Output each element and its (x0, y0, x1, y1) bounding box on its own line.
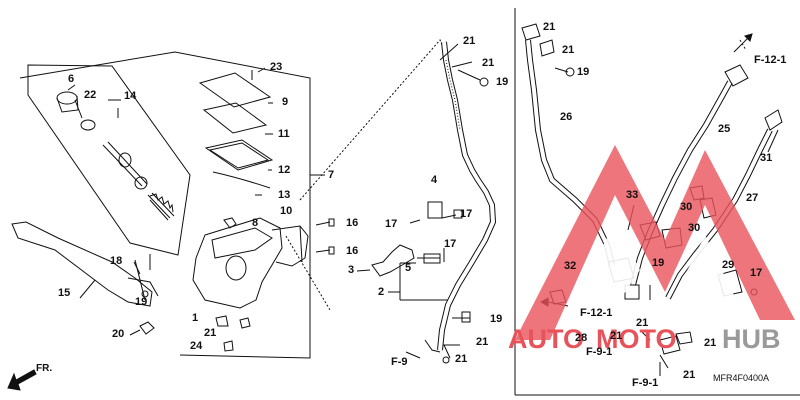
reservoir-cap (198, 72, 272, 108)
master-cylinder-frame (19, 51, 311, 359)
part-8: 8 (252, 217, 259, 229)
part-23: 23 (270, 61, 283, 73)
watermark-text-hub: HUB (722, 324, 781, 354)
ref-f9-left[interactable]: F-9 (391, 356, 408, 368)
part-2: 2 (378, 286, 385, 298)
part-17b: 17 (460, 208, 473, 220)
part-21h: 21 (636, 317, 649, 329)
part-1: 1 (192, 312, 199, 324)
part-22: 22 (84, 89, 97, 101)
clamp-holder (271, 225, 309, 267)
part-21e: 21 (455, 353, 468, 365)
part-17d: 17 (750, 267, 763, 279)
part-19e: 19 (652, 257, 665, 269)
part-25: 25 (718, 123, 731, 135)
part-16b: 16 (346, 245, 359, 257)
part-19b: 19 (496, 76, 509, 88)
part-20: 20 (112, 328, 125, 340)
part-19d: 19 (577, 66, 590, 78)
part-17c: 17 (444, 238, 457, 250)
circlip (80, 119, 96, 131)
part-5: 5 (405, 262, 412, 274)
joint-4 (427, 201, 443, 219)
ref-f91-mid[interactable]: F-9-1 (586, 346, 613, 358)
watermark-text-auto: AUTO (508, 324, 585, 354)
piston-rod (102, 144, 143, 187)
part-14: 14 (124, 90, 137, 102)
part-4: 4 (431, 174, 438, 186)
part-15: 15 (58, 287, 71, 299)
part-33: 33 (626, 189, 639, 201)
diaphragm (204, 139, 274, 171)
part-9: 9 (282, 96, 289, 108)
watermark-text-moto: MOTO (596, 324, 677, 354)
part-16a: 16 (346, 217, 359, 229)
part-21c: 21 (482, 57, 495, 69)
part-21b: 21 (463, 35, 476, 47)
front-direction-label: FR. (36, 363, 53, 374)
diaphragm-plate (202, 102, 268, 134)
part-13: 13 (278, 189, 291, 201)
part-21g: 21 (562, 44, 575, 56)
part-31: 31 (760, 152, 773, 164)
master-cylinder-body (192, 217, 283, 309)
part-21i: 21 (610, 330, 623, 342)
ref-f121-mid[interactable]: F-12-1 (580, 307, 613, 319)
brake-lever (11, 221, 153, 307)
part-21a: 21 (204, 327, 217, 339)
part-19c: 19 (490, 313, 503, 325)
part-32: 32 (564, 260, 577, 272)
watermark-logo (515, 145, 795, 340)
seal-line (212, 171, 271, 189)
part-12: 12 (278, 164, 291, 176)
nut-20 (139, 321, 155, 335)
ref-f121-top[interactable]: F-12-1 (754, 54, 787, 66)
diagram-code: MFR4F0400A (713, 373, 770, 383)
part-10: 10 (280, 205, 293, 217)
part-30a: 30 (680, 201, 693, 213)
boot (56, 91, 78, 105)
part-21f: 21 (543, 21, 556, 33)
part-19a: 19 (135, 296, 148, 308)
part-21j: 21 (704, 337, 717, 349)
part-6: 6 (68, 73, 75, 85)
part-11: 11 (278, 128, 290, 140)
part-26: 26 (560, 111, 573, 123)
part-21d: 21 (476, 336, 489, 348)
part-17a: 17 (385, 218, 398, 230)
part-27: 27 (746, 192, 759, 204)
ref-f91-bottom[interactable]: F-9-1 (632, 377, 659, 389)
part-28: 28 (575, 332, 588, 344)
part-21k: 21 (683, 369, 696, 381)
part-24: 24 (190, 340, 203, 352)
bracket-3 (371, 244, 415, 277)
part-18: 18 (110, 255, 123, 267)
part-30b: 30 (688, 222, 701, 234)
part-3: 3 (348, 264, 355, 276)
part-7: 7 (328, 169, 335, 181)
part-29: 29 (722, 259, 735, 271)
piston-kit-box (27, 64, 191, 256)
spring (147, 192, 175, 221)
